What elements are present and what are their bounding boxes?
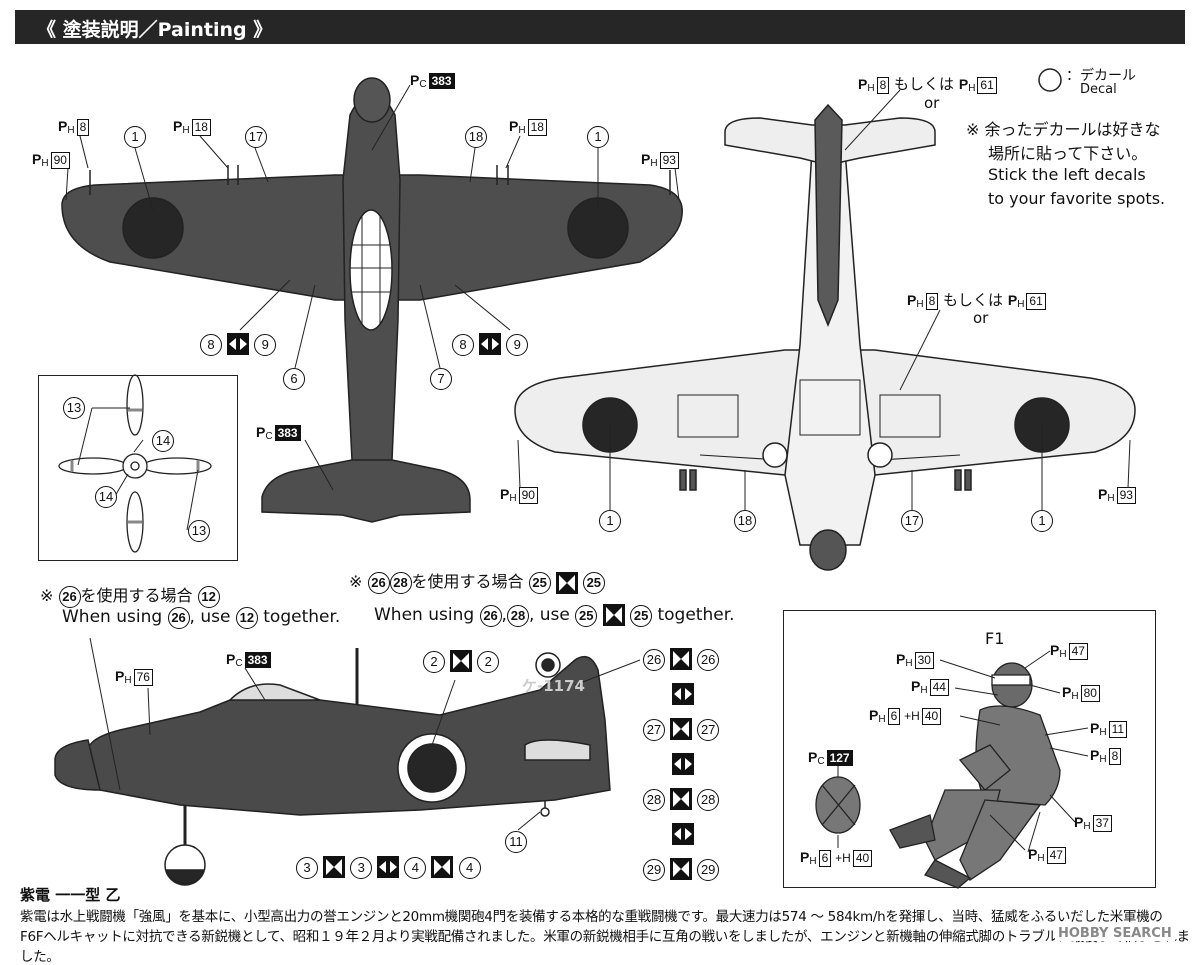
decal-callout-1-right: 1 <box>587 126 609 148</box>
side-decal-row-3-4: 3 3 4 4 <box>296 856 481 879</box>
decal-group-8-9-right: 8 9 <box>452 333 529 356</box>
decal-group-8-9-left: 8 9 <box>200 333 277 356</box>
flip-icon <box>323 856 346 878</box>
flip-icon <box>670 648 693 670</box>
flip-icon <box>670 718 693 740</box>
swap-icon <box>672 823 694 845</box>
decal-callout-7: 7 <box>430 368 452 390</box>
bottom-callout-1-left: 1 <box>599 510 621 532</box>
side-callout-11: 11 <box>505 831 527 853</box>
propeller-panel <box>38 375 238 561</box>
swap-icon <box>479 333 502 355</box>
side-decal-group-2: 2 2 <box>423 650 500 673</box>
decal-callout-14-bottom: 14 <box>95 486 117 508</box>
flip-icon <box>670 788 693 810</box>
pilot-figure <box>889 662 1061 889</box>
bottom-view-aircraft <box>514 103 1136 571</box>
watermark-text: HOBBY SEARCH <box>1055 926 1175 941</box>
alt-decal-26: 26 26 <box>643 648 720 671</box>
note-en-line1: Stick the left decals <box>988 165 1146 184</box>
cap-drawing <box>815 776 861 834</box>
alt-decal-27: 27 27 <box>643 718 720 741</box>
decal-callout-9: 9 <box>506 333 529 356</box>
note-en-line2: to your favorite spots. <box>988 189 1166 208</box>
decal-callout-8: 8 <box>200 333 222 356</box>
bottom-callout-17: 17 <box>901 510 923 532</box>
aircraft-title: 紫電 一一型 乙 <box>20 886 121 904</box>
top-view-aircraft <box>61 77 683 523</box>
description-line-2: F6Fヘルキャットに対抗できる新鋭機として、昭和１９年２月より実戦配備されました… <box>20 929 1190 965</box>
decal-callout-18: 18 <box>465 126 487 148</box>
figure-label-f1: F1 <box>985 629 1005 648</box>
flip-icon <box>670 858 693 880</box>
decal-callout-8: 8 <box>452 333 474 356</box>
flip-icon <box>450 650 473 672</box>
swap-icon <box>227 333 250 355</box>
alt-swap-3 <box>672 823 694 845</box>
tail-code: ケ-1174 <box>522 677 585 695</box>
note-ja-line2: 場所に貼って下さい。 <box>988 144 1148 163</box>
decal-legend-en: Decal <box>1080 82 1117 97</box>
decal-callout-17: 17 <box>245 126 267 148</box>
propeller-drawing <box>58 374 212 553</box>
swap-icon <box>672 683 694 705</box>
swap-icon <box>672 753 694 775</box>
section-title: 《 塗装説明／Painting 》 <box>37 19 273 41</box>
note-ja-line1: ※ 余ったデカールは好きな <box>966 120 1161 139</box>
bottom-ref-1-or: or <box>924 94 940 112</box>
alt-decal-28: 28 28 <box>643 788 720 811</box>
section-header: 《 塗装説明／Painting 》 <box>15 10 1185 44</box>
bottom-callout-1-right: 1 <box>1031 510 1053 532</box>
decal-callout-6: 6 <box>283 368 305 390</box>
alt-swap-2 <box>672 753 694 775</box>
side-note-left-en: When using 26, use 12 together. <box>62 607 341 629</box>
bottom-callout-18: 18 <box>734 510 756 532</box>
swap-icon <box>377 856 400 878</box>
decal-legend-ja: ：デカール <box>1066 68 1136 84</box>
alt-decal-29: 29 29 <box>643 858 720 881</box>
side-view-aircraft <box>54 648 611 886</box>
decal-callout-1-left: 1 <box>124 126 146 148</box>
bottom-ref-2-or: or <box>973 309 989 327</box>
flip-icon <box>555 571 578 594</box>
side-note-right-en: When using 26,28, use 25 25 together. <box>374 604 735 627</box>
alt-swap-1 <box>672 683 694 705</box>
pilot-panel <box>783 610 1156 888</box>
flip-icon <box>431 856 454 878</box>
flip-icon <box>602 604 625 626</box>
decal-callout-9: 9 <box>254 333 277 356</box>
description-line-1: 紫電は水上戦闘機「強風」を基本に、小型高出力の誉エンジンと20mm機関砲4門を装… <box>20 909 1163 925</box>
decal-callout-14-top: 14 <box>152 430 174 452</box>
decal-callout-13-top: 13 <box>63 397 85 419</box>
decal-callout-13-bottom: 13 <box>188 520 210 542</box>
